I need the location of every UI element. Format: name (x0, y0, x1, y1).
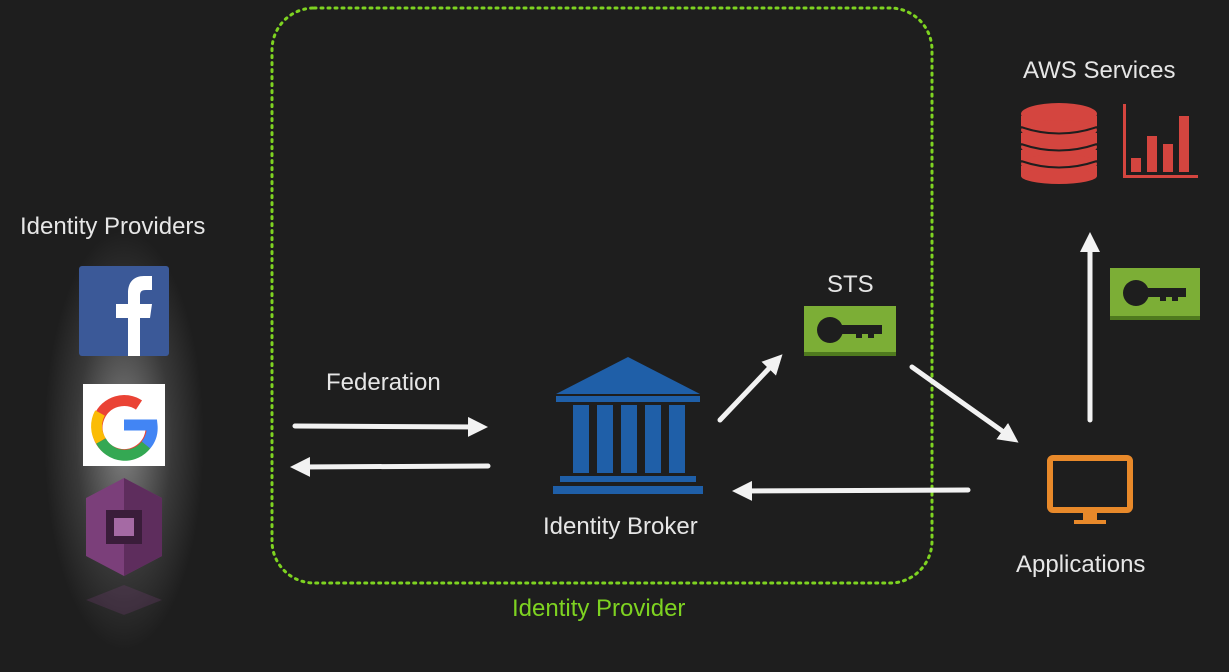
credential-key-icon (1110, 268, 1200, 320)
identity-providers-label: Identity Providers (20, 213, 206, 240)
database-icon (1020, 103, 1098, 184)
monitor-icon (1047, 455, 1133, 524)
federation-arrow-right (292, 416, 488, 437)
applications-to-broker-arrow (732, 480, 971, 501)
sts-label: STS (827, 271, 874, 298)
facebook-logo-icon (79, 266, 169, 356)
broker-to-sts-arrow (717, 354, 783, 423)
identity-provider-label: Identity Provider (512, 595, 686, 622)
federation-label: Federation (326, 369, 441, 396)
google-logo-icon (83, 384, 165, 466)
identity-provider-boundary (270, 6, 934, 585)
bank-building-icon (553, 357, 703, 494)
federation-arrows (290, 416, 491, 477)
identity-broker-label: Identity Broker (543, 513, 698, 540)
aws-services-label: AWS Services (1023, 57, 1176, 84)
applications-label: Applications (1016, 551, 1146, 578)
sts-key-icon (804, 306, 896, 356)
amazon-cognito-icon (86, 478, 162, 615)
sts-to-applications-arrow (909, 364, 1019, 443)
federation-arrow-left (290, 456, 491, 477)
bar-chart-icon (1123, 104, 1198, 178)
